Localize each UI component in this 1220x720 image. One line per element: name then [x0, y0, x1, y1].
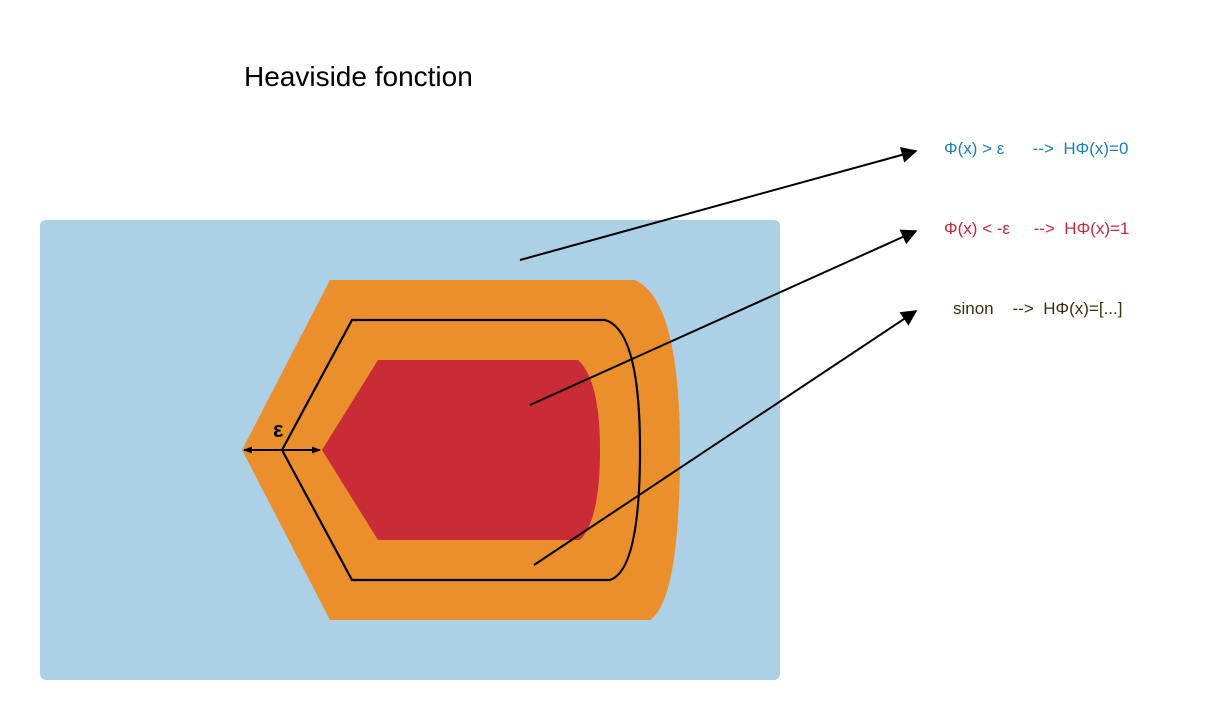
arrow-inside-to-legend [529, 229, 918, 406]
diagram-title: Heaviside fonction [244, 61, 473, 92]
legend-outside: Φ(x) > ε --> HΦ(x)=0 [944, 139, 1128, 158]
epsilon-label: ε [273, 417, 284, 442]
legend-inside: Φ(x) < -ε --> HΦ(x)=1 [944, 219, 1129, 238]
zero-level-contour [280, 318, 642, 582]
arrow-outside-to-legend [519, 147, 918, 261]
legend-band: sinon --> HΦ(x)=[...] [953, 299, 1122, 318]
inner-region [322, 360, 600, 540]
arrow-band-to-legend [533, 310, 918, 566]
